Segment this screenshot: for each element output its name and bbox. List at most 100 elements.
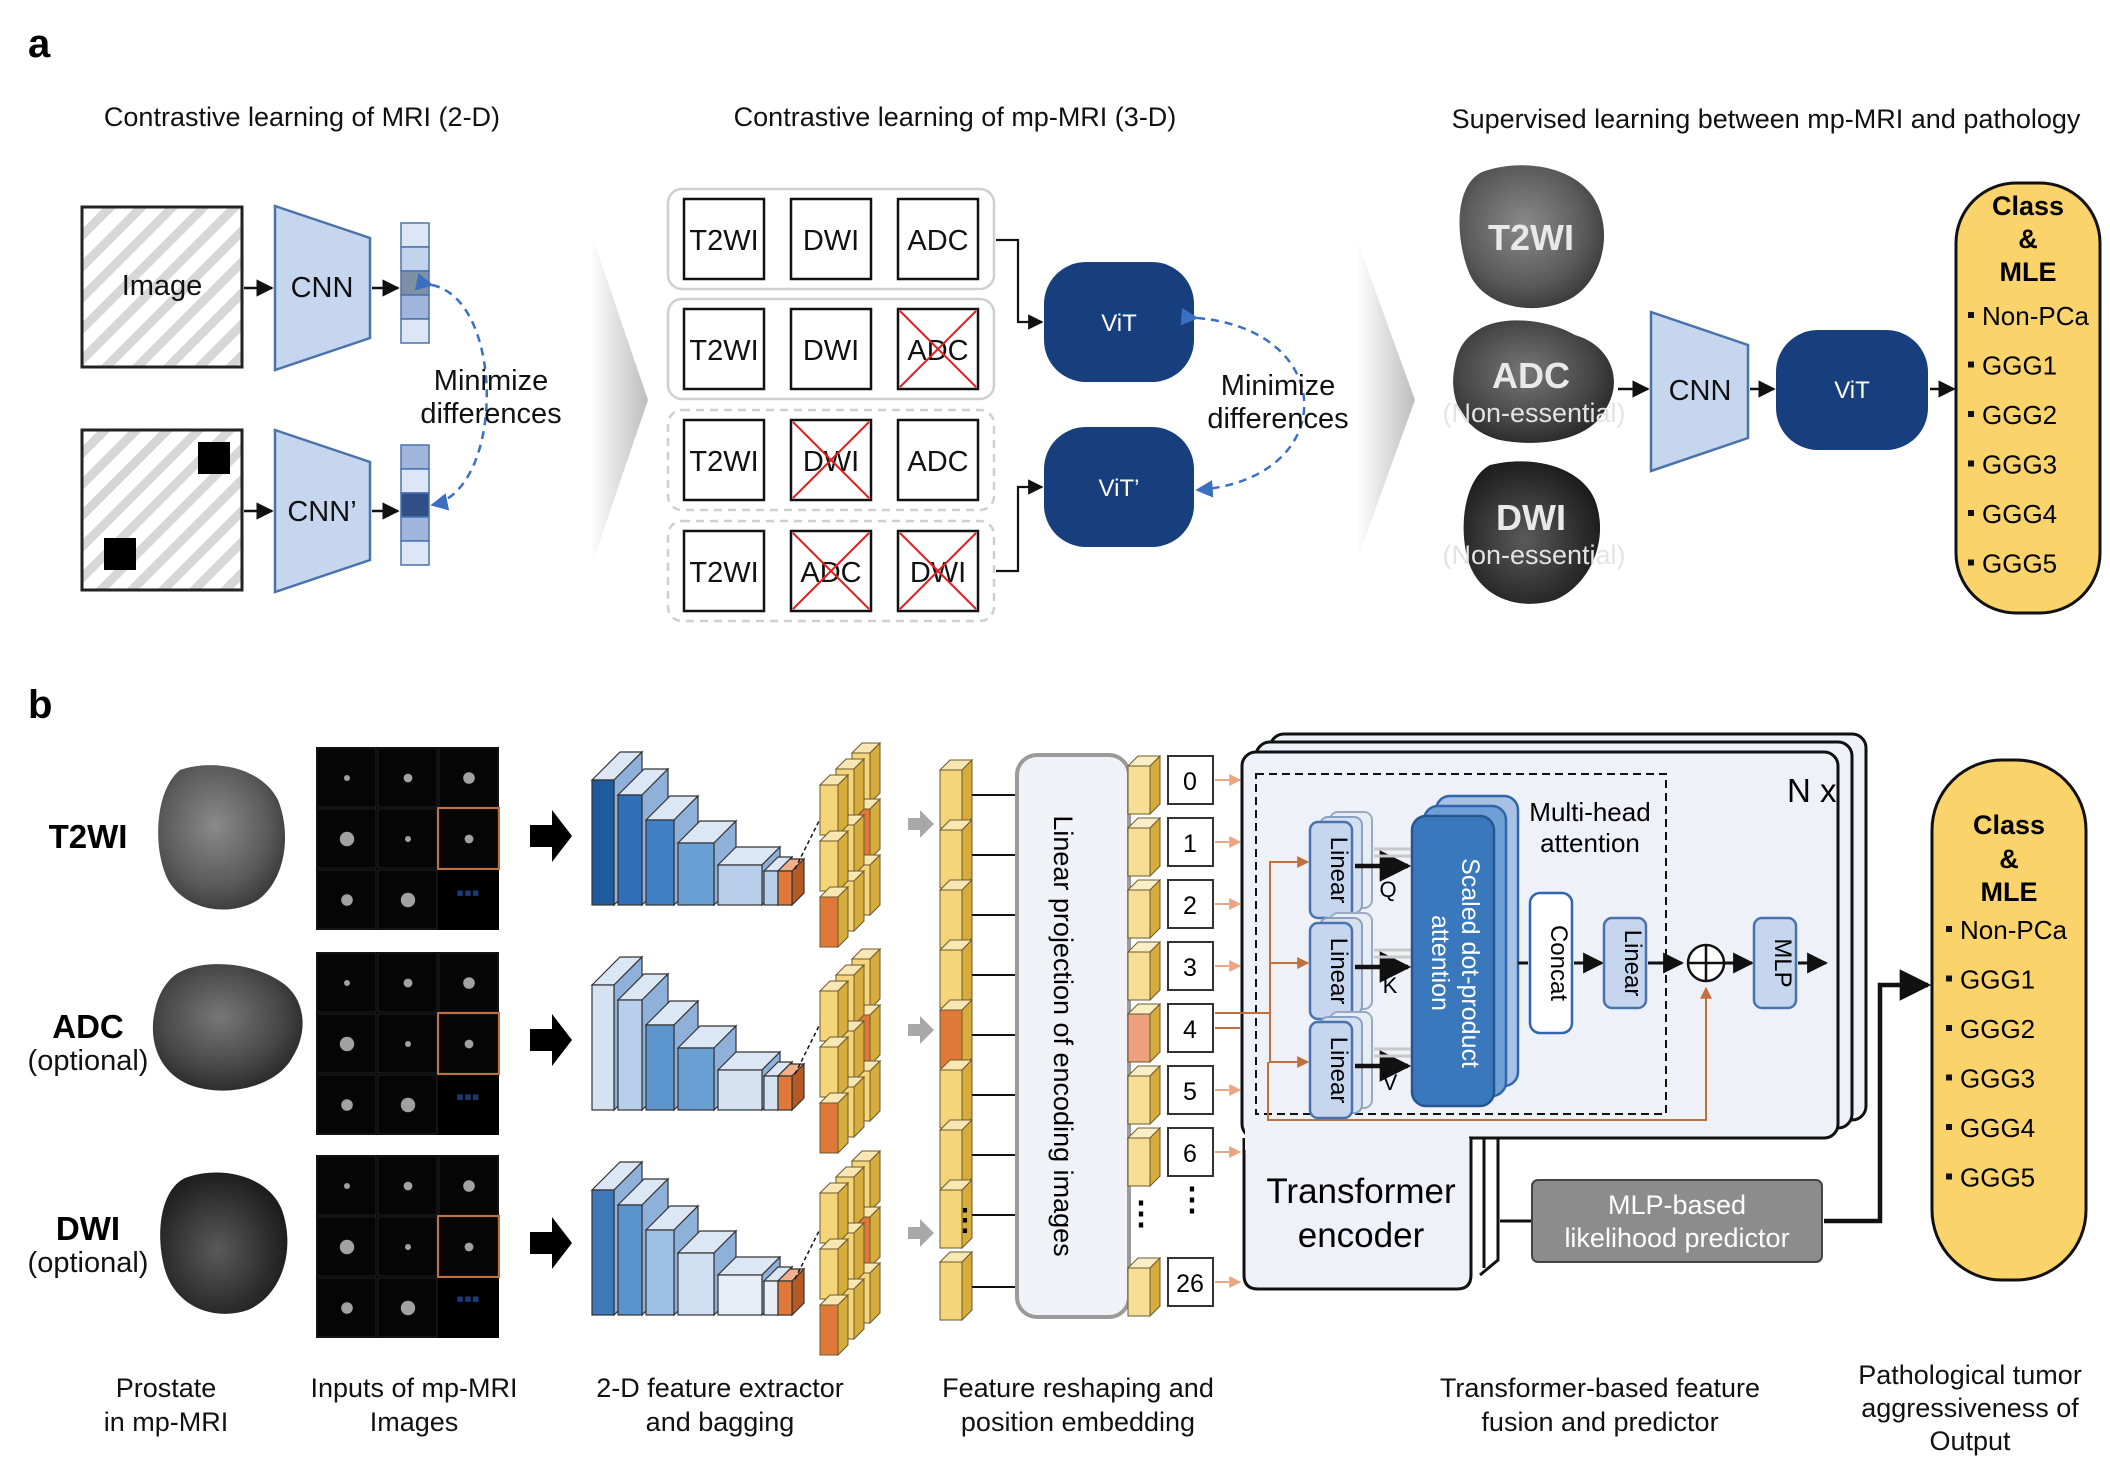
class-bullet [1968,510,1974,516]
class-item: Non-PCa [1960,915,2067,945]
conv-block [776,857,806,907]
embedding-token [1126,940,1162,1002]
t2wi-box [682,197,766,281]
mri-slice-organ [344,980,350,986]
excluded-cross [899,532,977,610]
class-item: GGG2 [1960,1014,2035,1044]
cnn-label: CNN [291,272,354,304]
position-id-box [1167,1127,1214,1177]
adc-text: ADC [800,557,861,589]
stage-chevron [1357,240,1415,560]
class-item: GGG1 [1960,965,2035,995]
reshaped-cell [938,758,974,830]
class-item: Non-PCa [1982,301,2089,331]
mri-slice-organ [463,772,475,784]
adc-text: ADC [907,446,968,478]
mri-slice-organ [344,1183,350,1189]
caption-output-2: aggressiveness of [1861,1393,2079,1423]
predictor-label-2: likelihood predictor [1564,1223,1789,1253]
caption-prostate-1: Prostate [116,1373,217,1403]
reshaped-cell [938,818,974,890]
transformer-label-1: Transformer [1266,1172,1456,1211]
mask-patch [198,442,230,474]
title-contrastive-2d: Contrastive learning of MRI (2-D) [104,102,500,132]
output-title-mle: MLE [1981,877,2038,907]
position-id-box [1167,817,1214,867]
class-item: GGG5 [1982,549,2057,579]
mlp-block [1752,916,1798,1010]
class-bullet [1968,411,1974,417]
caption-reshape-2: position embedding [961,1407,1195,1437]
embedding-token [1126,816,1162,878]
class-item: GGG4 [1982,499,2057,529]
cnn-prime-label: CNN’ [287,496,356,528]
feature-extractors [590,750,823,1317]
modality-group-4 [666,519,996,623]
mri-slice-organ [339,1036,355,1052]
t2wi-text: T2WI [689,557,758,589]
title-supervised: Supervised learning between mp-MRI and p… [1452,104,2081,134]
concat-label: Concat [1545,925,1572,1001]
minimize-text-1: Minimize [1221,370,1335,402]
embedding-token [1126,1064,1162,1126]
position-id: 0 [1183,768,1197,796]
t2wi-box [682,529,766,613]
class-item: GGG1 [1982,351,2057,381]
more-slices-ellipsis: ▪▪▪ [456,1286,479,1311]
feature-vector-top [400,222,430,344]
prostate-t2wi-image [1459,165,1605,309]
class-item: GGG3 [1982,450,2057,480]
embedding-token [1126,1256,1162,1318]
image-label: Image [122,270,203,302]
more-slices-ellipsis: ▪▪▪ [456,880,479,905]
linear-label: Linear [1325,837,1352,904]
position-id-box [1167,941,1214,991]
class-bullet [1968,312,1974,318]
minimize-text-1: Minimize [434,365,548,397]
position-id-box [1167,879,1214,929]
class-item: GGG2 [1982,400,2057,430]
output-title-mle: MLE [2000,257,2057,287]
sdpa-label-2: attention [1426,915,1454,1011]
class-bullet [1946,1173,1952,1180]
predictor-label-1: MLP-based [1608,1190,1746,1220]
minimize-text-2: differences [420,398,561,430]
selected-slice [437,807,500,870]
class-bullet [1946,1124,1952,1130]
linear-label: Linear [1325,1037,1352,1104]
more-slices-ellipsis: ▪▪▪ [456,1084,479,1109]
dwi-overlay-label: DWI [1496,497,1566,538]
reshaped-cell [938,998,974,1070]
class-bullet [1946,1025,1952,1031]
adc-box [896,197,980,281]
class-item: GGG3 [1960,1064,2035,1094]
adc-box [896,418,980,502]
linear-block [1308,1020,1354,1120]
embedding-token [1126,1126,1162,1188]
prostate-dwi-image [160,1172,288,1314]
t2wi-box [682,418,766,502]
mri-slice-organ [463,1180,475,1192]
adc-overlay-label: ADC [1492,355,1570,396]
mri-slice-organ [339,1239,355,1255]
embedding-token [1126,878,1162,940]
multi-head-label-2: attention [1540,828,1640,858]
vit-block [1044,262,1194,382]
dwi-box [789,197,873,281]
mri-slice-organ [405,1041,411,1047]
position-id-box [1167,1257,1214,1307]
embedding-token [1126,1002,1162,1064]
mlp-label: MLP [1769,938,1796,987]
output-title-class: Class [1973,810,2045,840]
gray-arrow [908,1219,934,1247]
adc-text: ADC [907,225,968,257]
panel-b-letter: b [28,683,52,727]
feature-cell [818,1293,850,1357]
feature-cell [818,1237,850,1301]
input-image-original [80,205,244,369]
vit-prime-block [1044,427,1194,547]
row-label-dwi: DWI [56,1210,120,1247]
